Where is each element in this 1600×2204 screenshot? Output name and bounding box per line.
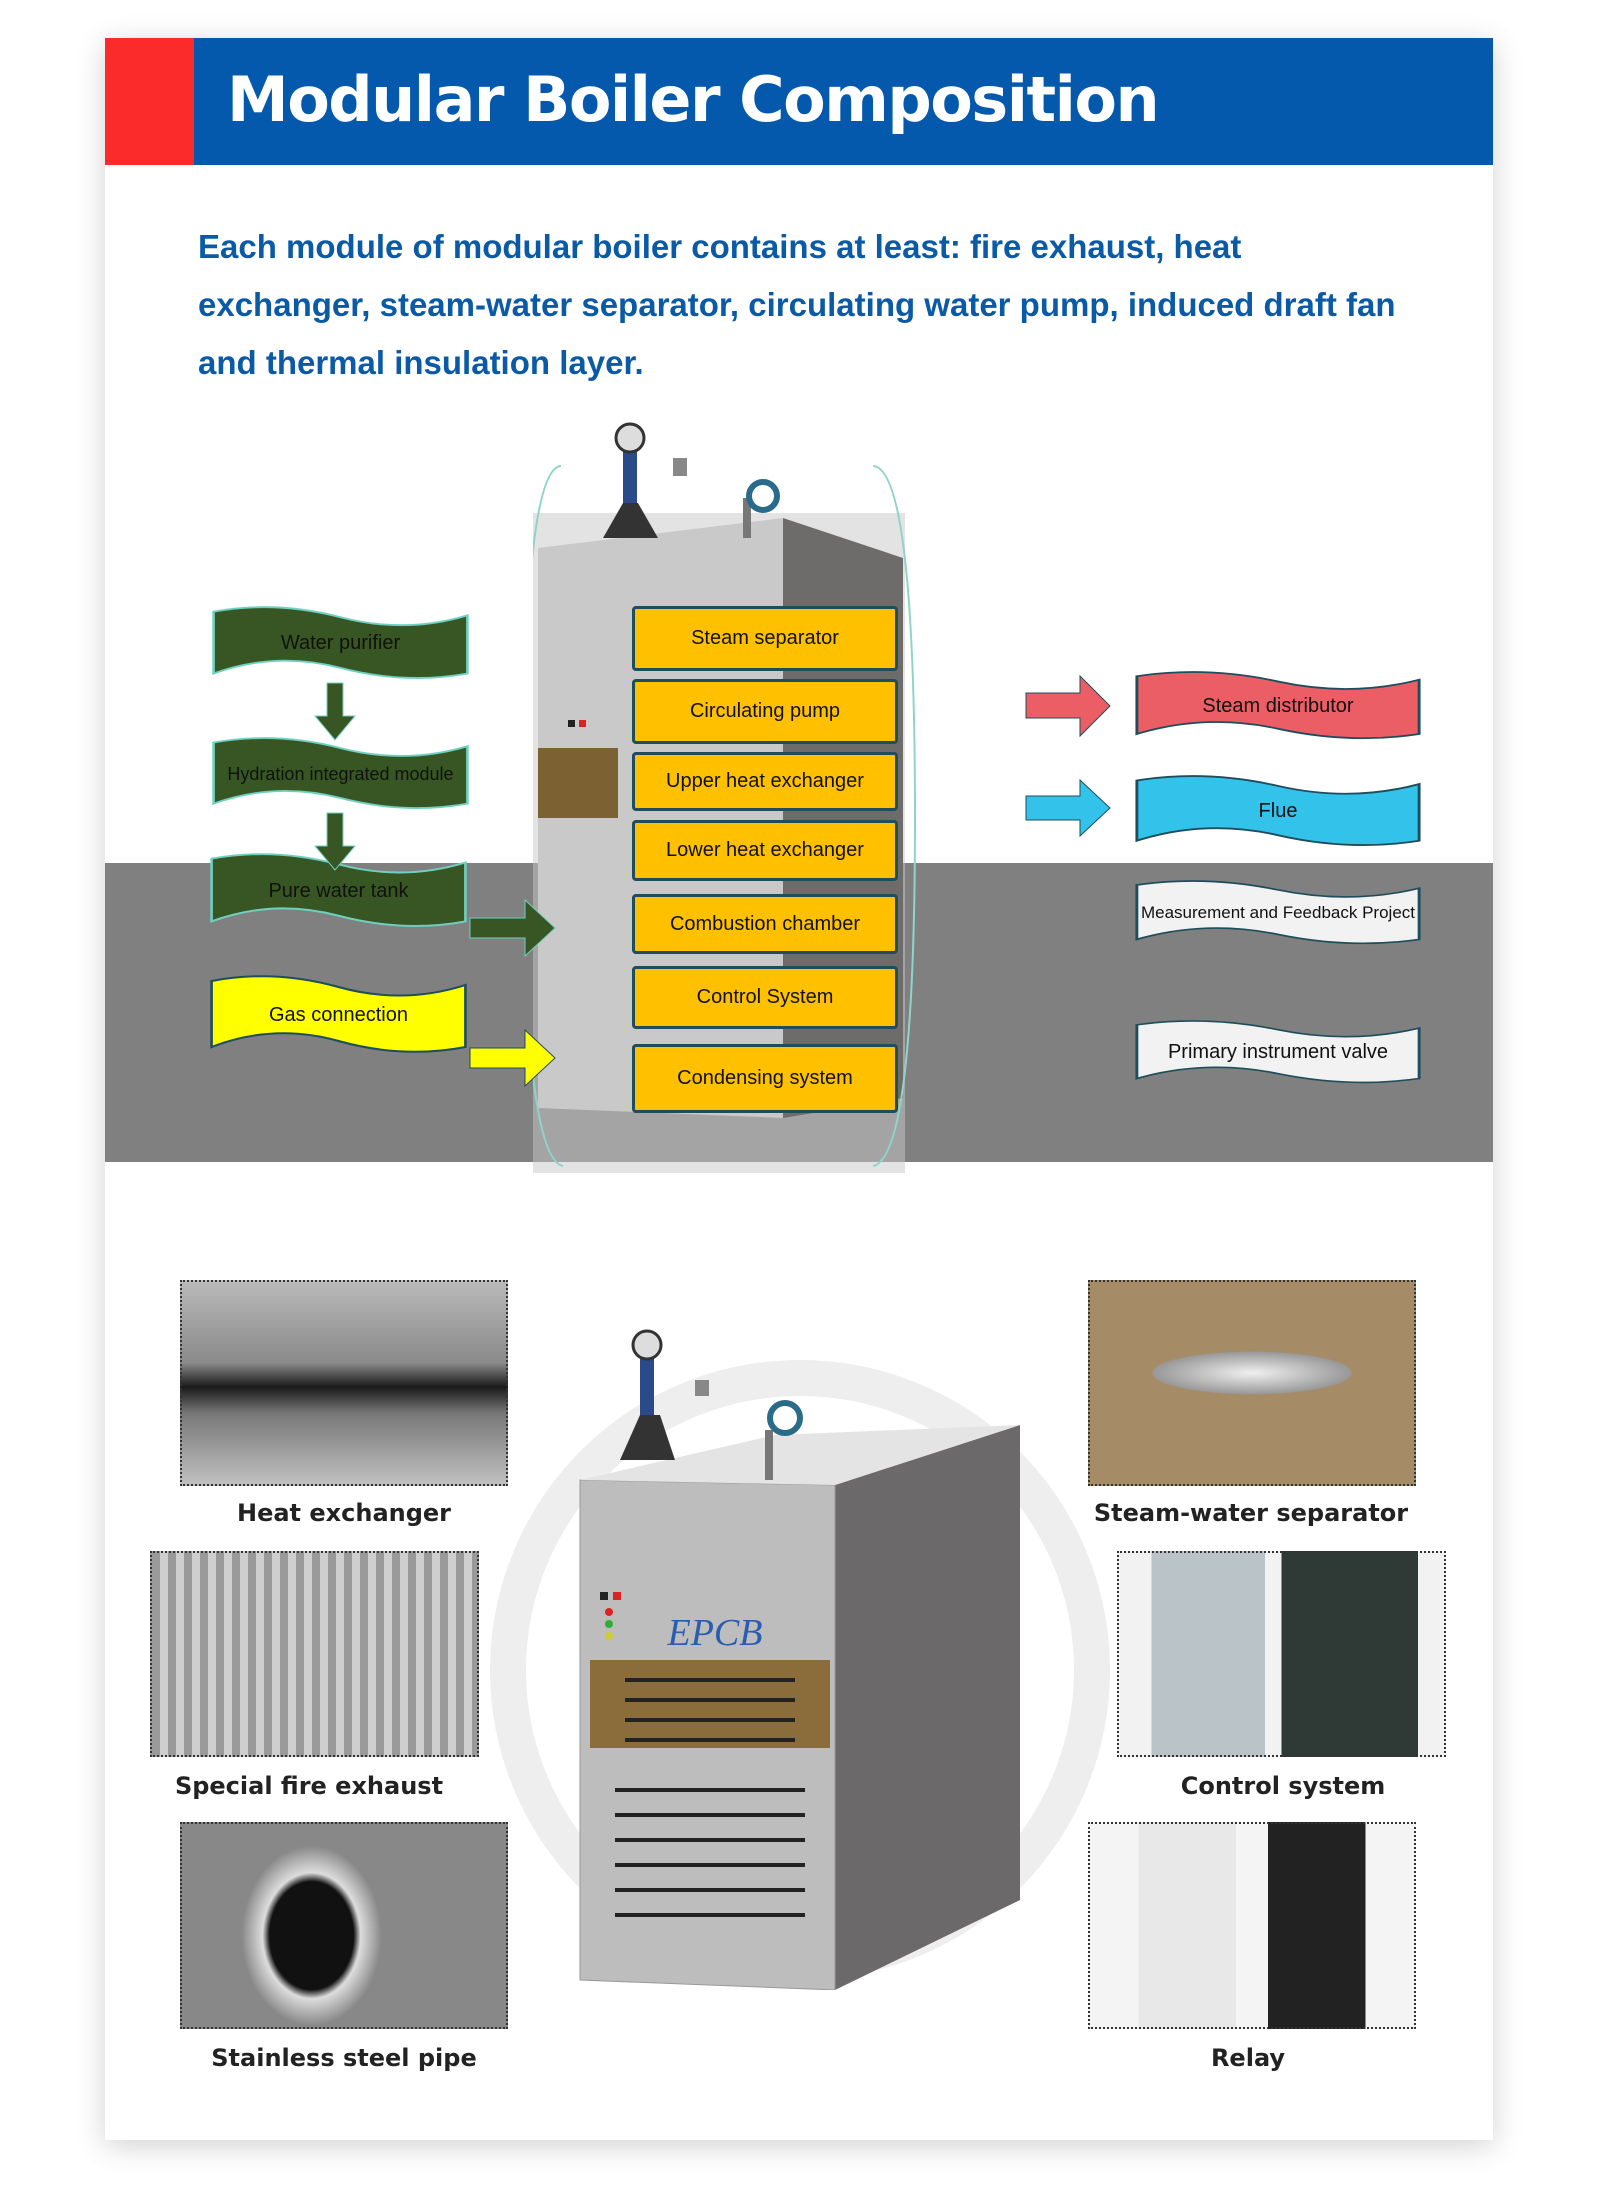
output-flue: Flue	[1134, 775, 1422, 848]
label-special-fire-exhaust: Special fire exhaust	[174, 1772, 444, 1800]
arrow-down-icon	[313, 682, 357, 741]
label-steam-water-separator: Steam-water separator	[1093, 1499, 1409, 1527]
component-combustion-chamber: Combustion chamber	[632, 894, 898, 954]
component-lower-heat-exchanger: Lower heat exchanger	[632, 820, 898, 881]
brand-logo: EPCB	[667, 1612, 763, 1654]
component-circulating-pump: Circulating pump	[632, 679, 898, 744]
label-relay: Relay	[1210, 2044, 1286, 2072]
arrow-right-icon	[469, 1028, 556, 1088]
photo-control-system	[1117, 1551, 1446, 1757]
arrow-down-icon	[313, 812, 357, 871]
arrow-right-icon	[469, 898, 556, 958]
input-pure-water-tank: Pure water tank	[209, 853, 468, 929]
photo-stainless-steel-pipe	[180, 1822, 508, 2029]
component-condensing-system: Condensing system	[632, 1044, 898, 1113]
arrow-right-icon	[1025, 778, 1111, 838]
photo-heat-exchanger	[180, 1280, 508, 1486]
photo-steam-water-separator	[1088, 1280, 1416, 1486]
flow-arrows-left	[313, 682, 556, 1088]
label-control-system: Control system	[1180, 1772, 1386, 1800]
label-heat-exchanger: Heat exchanger	[236, 1499, 452, 1527]
component-control-system: Control System	[632, 966, 898, 1029]
page-title: Modular Boiler Composition	[227, 63, 1160, 136]
output-steam-distributor: Steam distributor	[1134, 671, 1422, 741]
flow-arrows-right	[1025, 674, 1111, 838]
input-gas-connection: Gas connection	[209, 975, 468, 1055]
input-hydration-module: Hydration integrated module	[211, 737, 470, 811]
input-water-purifier: Water purifier	[211, 606, 470, 681]
output-measurement-feedback: Measurement and Feedback Project	[1134, 880, 1422, 946]
component-steam-separator: Steam separator	[632, 606, 898, 671]
arrow-right-icon	[1025, 674, 1111, 738]
content-card: Modular Boiler Composition Each module o…	[105, 38, 1493, 2140]
header-bar: Modular Boiler Composition	[105, 38, 1493, 165]
component-upper-heat-exchanger: Upper heat exchanger	[632, 752, 898, 811]
intro-text: Each module of modular boiler contains a…	[198, 228, 1396, 381]
label-stainless-steel-pipe: Stainless steel pipe	[211, 2044, 477, 2072]
output-primary-instrument-valve: Primary instrument valve	[1134, 1020, 1422, 1085]
photo-relay	[1088, 1822, 1416, 2029]
boiler-product-image: EPCB	[579, 1329, 1020, 1990]
header-accent	[105, 38, 194, 165]
photo-special-fire-exhaust	[150, 1551, 479, 1757]
